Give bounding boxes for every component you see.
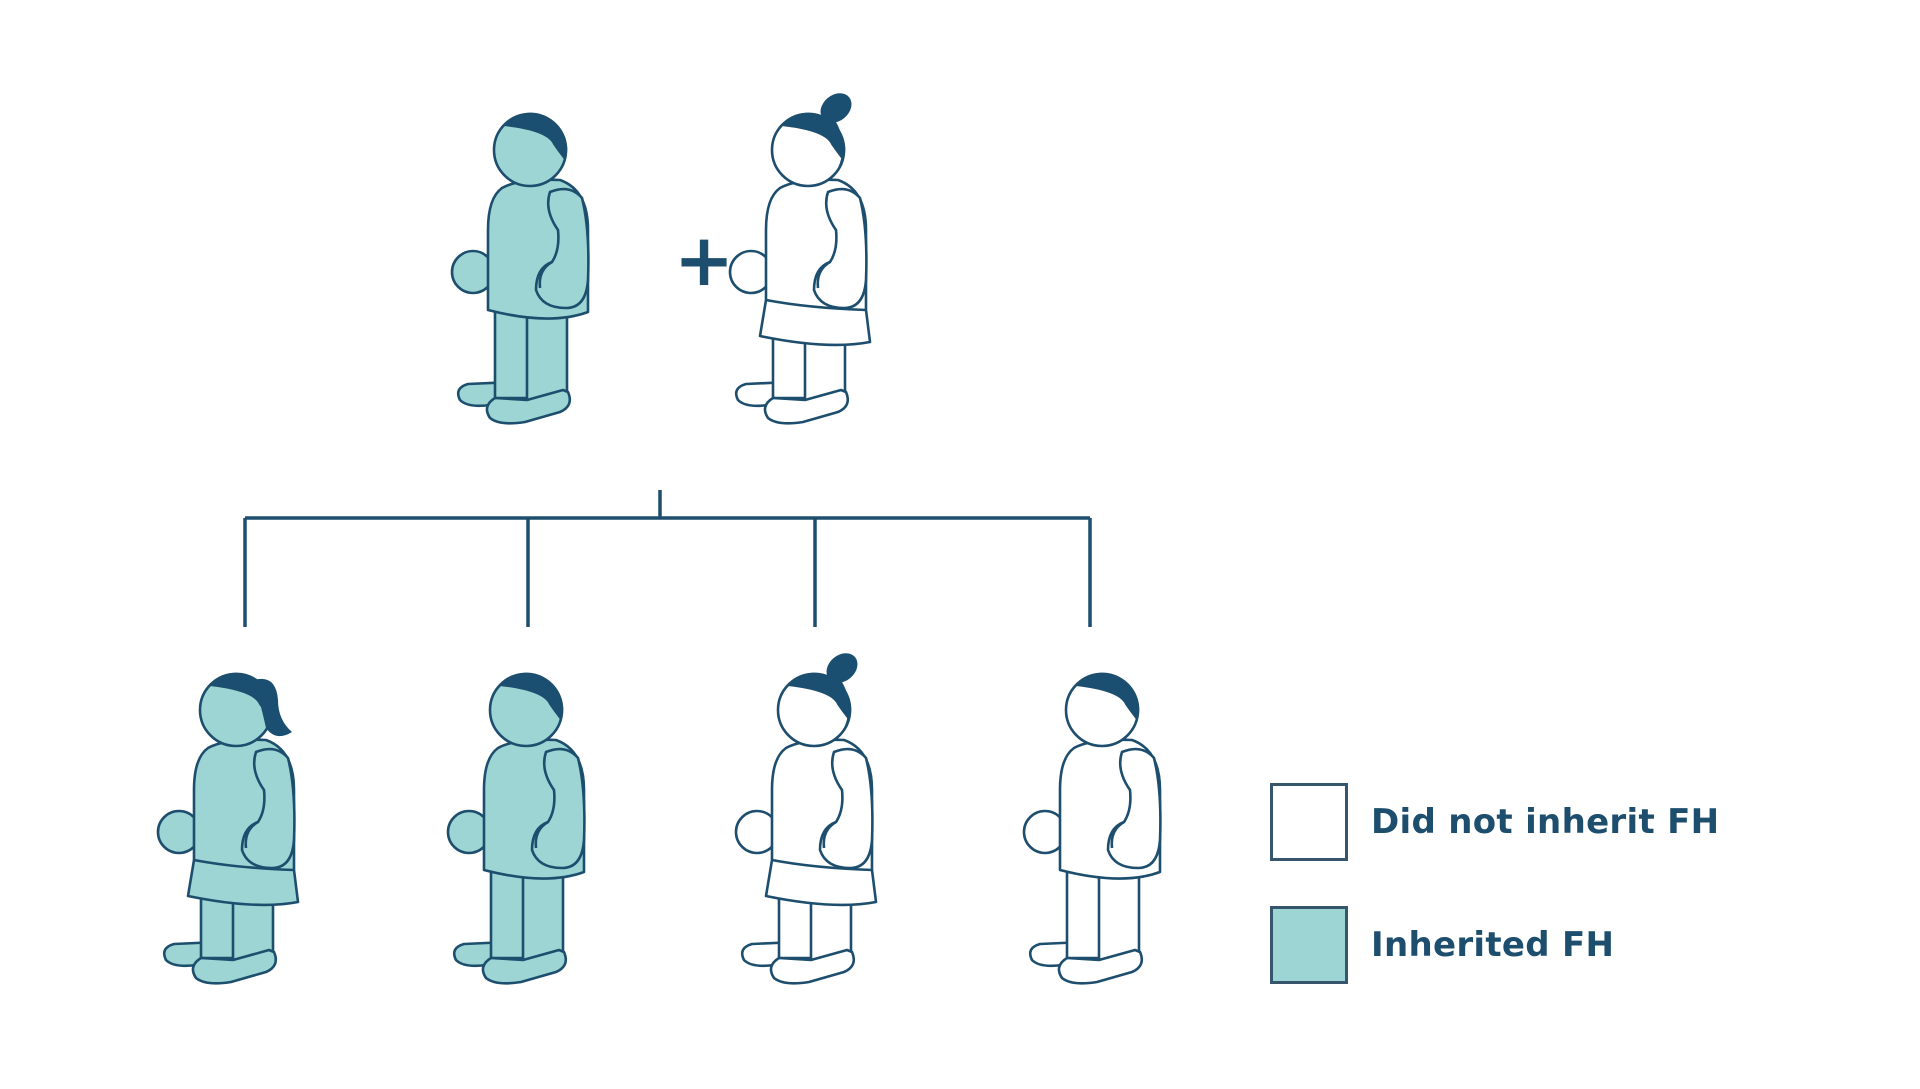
legend-label: Did not inherit FH (1371, 802, 1720, 842)
hand-right (816, 260, 831, 289)
arm-right (534, 187, 590, 310)
figure-daughter (734, 653, 878, 985)
figure-daughter (156, 672, 300, 985)
hair-ponytail (254, 678, 292, 737)
figure-mother (728, 93, 872, 425)
figures (156, 93, 1162, 985)
hair (497, 672, 564, 722)
arm-right (240, 747, 296, 870)
legend-item-inherited: Inherited FH (1270, 906, 1614, 984)
hair-bun (820, 93, 852, 123)
hair (785, 672, 852, 722)
figure-son (446, 672, 586, 985)
legend-swatch-white (1270, 783, 1348, 861)
plus-symbol: + (674, 218, 734, 302)
front-foot (763, 388, 850, 425)
arm-right (818, 747, 874, 870)
hand-right (534, 820, 549, 849)
waist-line (193, 858, 295, 872)
waist-line (771, 858, 873, 872)
figure-son (1022, 672, 1162, 985)
hair (824, 676, 849, 728)
hair (818, 116, 843, 168)
arm-right (530, 747, 586, 870)
hair-bun (826, 653, 858, 683)
arm-right (1106, 747, 1162, 870)
waist-line (765, 298, 867, 312)
hair (779, 112, 846, 162)
arm-right (812, 187, 868, 310)
hand-right (822, 820, 837, 849)
family-tree-lines (243, 490, 1092, 627)
front-foot (769, 948, 856, 985)
hair (501, 112, 568, 162)
hand-right (538, 260, 553, 289)
figure-father (450, 112, 590, 425)
front-foot (485, 388, 572, 425)
legend-item-not-inherited: Did not inherit FH (1270, 783, 1719, 861)
hair (1073, 672, 1140, 722)
front-foot (481, 948, 568, 985)
hand-right (1110, 820, 1125, 849)
legend-label: Inherited FH (1371, 925, 1615, 965)
legend-swatch-teal (1270, 906, 1348, 984)
front-foot (1057, 948, 1144, 985)
hand-right (244, 820, 259, 849)
front-foot (191, 948, 278, 985)
